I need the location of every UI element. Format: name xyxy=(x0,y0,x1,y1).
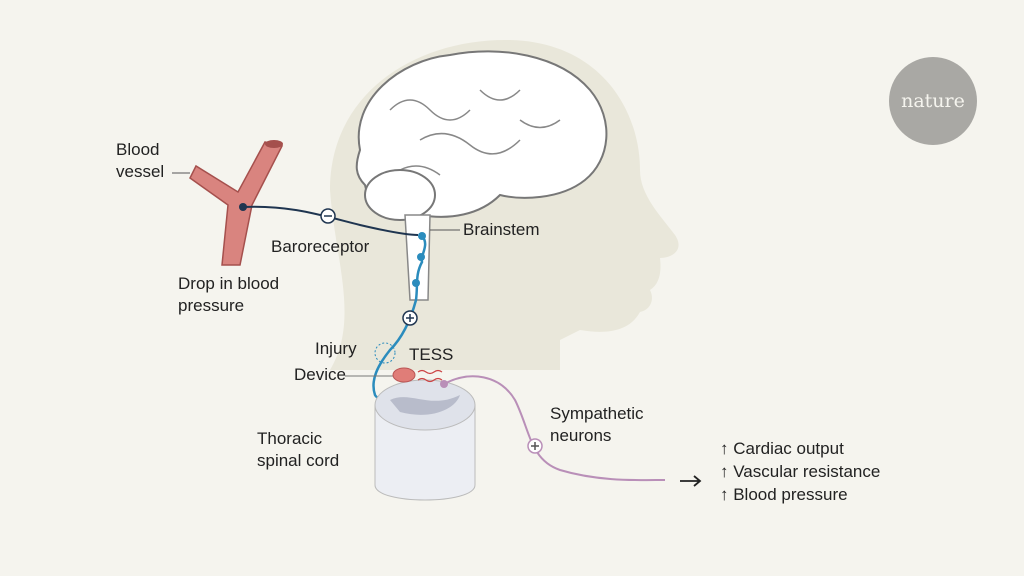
injury-site xyxy=(374,342,396,364)
outcome-blood-pressure: ↑ Blood pressure xyxy=(720,485,848,504)
tess-device xyxy=(392,367,416,383)
label-injury: Injury xyxy=(315,339,357,358)
logo-text: nature xyxy=(901,90,965,112)
label-device: Device xyxy=(294,365,346,384)
label-brainstem: Brainstem xyxy=(463,220,540,239)
label-baroreceptor: Baroreceptor xyxy=(271,237,370,256)
spinal-cord xyxy=(374,404,476,501)
blood-vessel xyxy=(189,141,284,266)
outcomes-list: ↑ Cardiac output ↑ Vascular resistance ↑… xyxy=(720,437,880,506)
label-tess: TESS xyxy=(409,345,454,364)
nature-logo: nature xyxy=(889,57,977,145)
arrow-icon xyxy=(680,475,702,487)
cerebellum xyxy=(364,169,436,221)
outcome-cardiac-output: ↑ Cardiac output xyxy=(720,439,844,458)
baroreceptor-nerve xyxy=(242,205,419,236)
outcome-vascular-resistance: ↑ Vascular resistance xyxy=(720,462,881,481)
